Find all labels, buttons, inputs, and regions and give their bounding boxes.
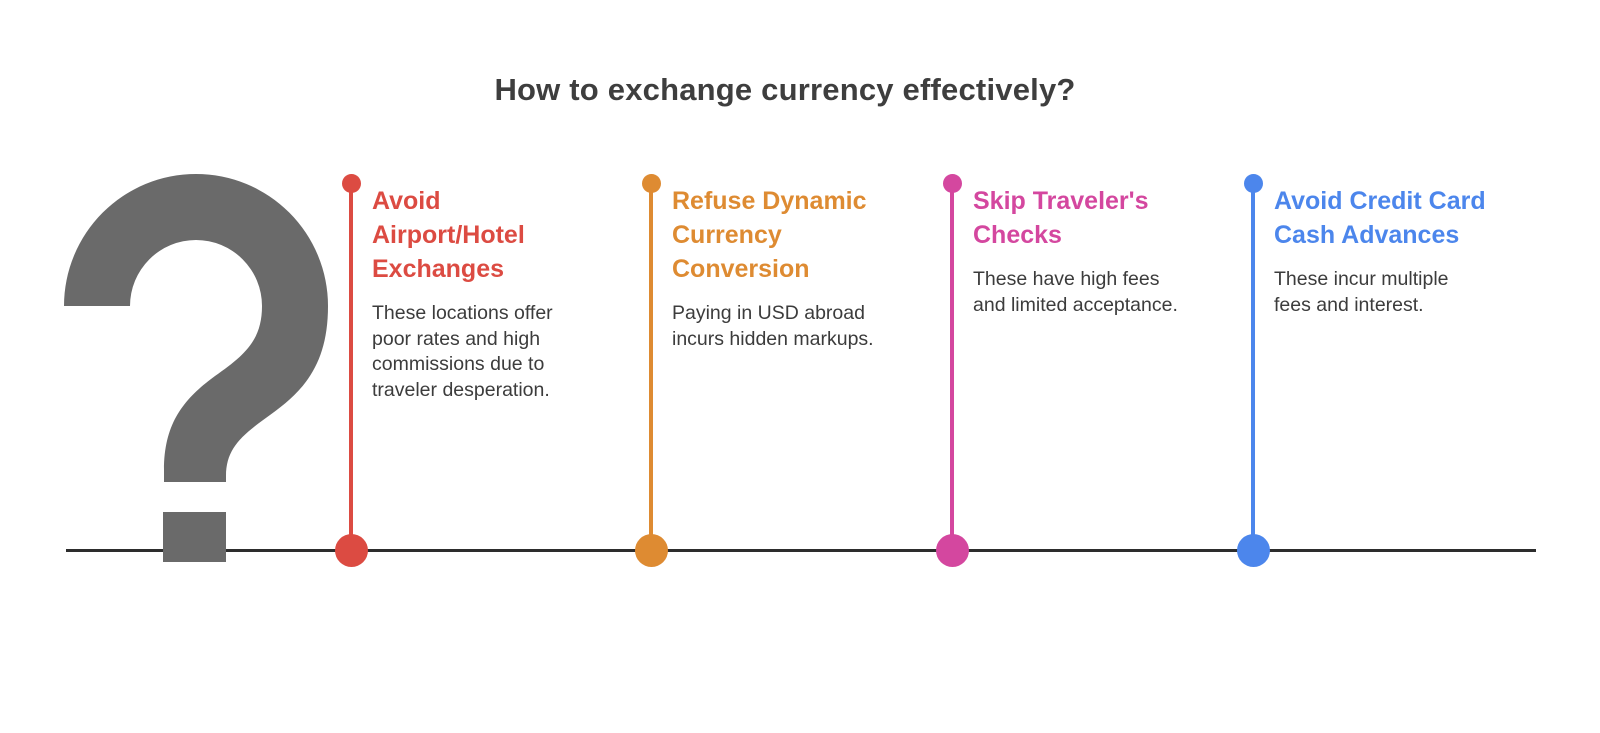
step-connector-line [349,183,353,550]
step-connector-line [649,183,653,550]
step-text-block: Avoid Credit Card Cash Advances These in… [1274,184,1554,318]
step-bottom-dot-icon [634,534,668,567]
question-mark-hook [64,174,328,482]
step-bottom-dot-icon [334,534,368,567]
step-connector-line [950,183,954,550]
step-top-dot-icon [341,173,361,193]
step-top-dot-icon [942,173,962,193]
page-title: How to exchange currency effectively? [494,72,1076,107]
question-mark-dot [163,512,226,562]
step-text-block: Refuse Dynamic Currency Conversion Payin… [672,184,952,352]
step-body: These locations offer poor rates and hig… [372,302,553,401]
step-top-dot-icon [1243,173,1263,193]
step-top-dot-icon [641,173,661,193]
step-bottom-dot-icon [1236,534,1270,567]
question-mark-icon [64,174,328,562]
step-bottom-dot-icon [935,534,969,567]
step-text-block: Skip Traveler's Checks These have high f… [973,184,1253,318]
step-body: These incur multiple fees and interest. [1274,268,1449,316]
step-heading: Refuse Dynamic Currency Conversion [672,187,867,283]
step-connector-line [1251,183,1255,550]
step-heading: Avoid Airport/Hotel Exchanges [372,187,525,283]
step-text-block: Avoid Airport/Hotel Exchanges These loca… [372,184,652,403]
step-heading: Skip Traveler's Checks [973,187,1149,249]
step-body: Paying in USD abroad incurs hidden marku… [672,302,874,350]
step-body: These have high fees and limited accepta… [973,268,1178,316]
step-heading: Avoid Credit Card Cash Advances [1274,187,1486,249]
timeline-baseline [66,549,1536,552]
